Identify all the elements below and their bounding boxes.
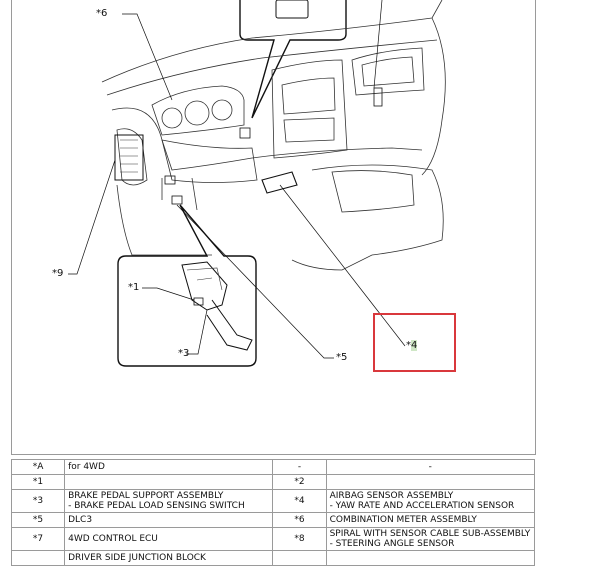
airbag-sensor xyxy=(261,171,298,194)
table-cell: *6 xyxy=(272,512,327,528)
table-row: *7 4WD CONTROL ECU *8 SPIRAL WITH SENSOR… xyxy=(10,527,536,551)
table-cell: 4WD CONTROL ECU xyxy=(64,527,274,551)
callout-5: *5 xyxy=(336,352,348,363)
table-cell xyxy=(272,550,327,566)
table-cell: *A xyxy=(10,459,66,475)
steering-column xyxy=(161,139,258,183)
table-cell-line: BRAKE PEDAL SUPPORT ASSEMBLY xyxy=(68,491,224,501)
callout-1: *1 xyxy=(128,282,140,293)
table-cell-line: - YAW RATE AND ACCELERATION SENSOR xyxy=(329,501,515,511)
table-cell xyxy=(325,474,536,490)
right-vent xyxy=(351,47,425,96)
table-cell: - xyxy=(272,459,327,475)
table-cell-line: - STEERING ANGLE SENSOR xyxy=(329,539,455,549)
center-stack xyxy=(271,59,348,159)
table-cell-line: AIRBAG SENSOR ASSEMBLY xyxy=(329,491,454,501)
table-cell: *4 xyxy=(272,489,327,513)
table-cell-line: SPIRAL WITH SENSOR CABLE SUB-ASSEMBLY xyxy=(329,529,531,539)
callout-6: *6 xyxy=(96,8,108,19)
table-cell: BRAKE PEDAL SUPPORT ASSEMBLY- BRAKE PEDA… xyxy=(64,489,274,513)
table-cell xyxy=(325,550,536,566)
table-cell: *2 xyxy=(272,474,327,490)
windshield-edge xyxy=(421,17,446,176)
table-row: *A for 4WD - - xyxy=(10,459,536,475)
table-row: DRIVER SIDE JUNCTION BLOCK xyxy=(10,550,536,566)
parts-legend-table: *A for 4WD - - *1 *2 *3 BRAKE PEDAL SUPP… xyxy=(10,459,536,566)
table-cell: *1 xyxy=(10,474,66,490)
center-panel xyxy=(283,117,335,143)
table-cell xyxy=(64,474,274,490)
table-row: *1 *2 xyxy=(10,474,536,490)
table-cell: - xyxy=(325,459,536,475)
zoom-bubble-bottom xyxy=(117,204,257,367)
combination-meter xyxy=(151,85,245,136)
dashboard-top-line xyxy=(101,0,443,83)
table-cell: *3 xyxy=(10,489,66,513)
table-row: *5 DLC3 *6 COMBINATION METER ASSEMBLY xyxy=(10,512,536,528)
table-cell-line: - BRAKE PEDAL LOAD SENSING SWITCH xyxy=(68,501,245,511)
table-cell: DRIVER SIDE JUNCTION BLOCK xyxy=(64,550,274,566)
diagram-frame: *6 *9 *1 *3 *5 *4 xyxy=(11,0,536,455)
callout-3: *3 xyxy=(178,348,190,359)
table-cell: for 4WD xyxy=(64,459,274,475)
table-cell: *8 xyxy=(272,527,327,551)
zoom-bubble-top xyxy=(239,0,347,119)
table-cell: COMBINATION METER ASSEMBLY xyxy=(325,512,536,528)
dashboard-upper-edge xyxy=(106,39,438,96)
callout-4-prefix: * xyxy=(406,340,411,351)
callout-4-number: 4 xyxy=(411,340,418,351)
dashboard-lower-edge xyxy=(111,107,423,171)
callout-9: *9 xyxy=(52,268,64,279)
table-cell: SPIRAL WITH SENSOR CABLE SUB-ASSEMBLY- S… xyxy=(325,527,536,551)
center-vent xyxy=(281,77,336,115)
brake-pedal-assembly xyxy=(181,261,228,311)
dashboard-illustration xyxy=(68,0,446,367)
table-cell xyxy=(10,550,66,566)
selection-highlight-box xyxy=(373,313,456,372)
callout-4: *4 xyxy=(406,340,418,351)
table-row: *3 BRAKE PEDAL SUPPORT ASSEMBLY- BRAKE P… xyxy=(10,489,536,513)
table-cell: AIRBAG SENSOR ASSEMBLY- YAW RATE AND ACC… xyxy=(325,489,536,513)
right-vent-inner xyxy=(361,56,415,87)
table-cell: *5 xyxy=(10,512,66,528)
table-cell: DLC3 xyxy=(64,512,274,528)
table-cell: *7 xyxy=(10,527,66,551)
zoom-bubble-inner-rect xyxy=(275,0,309,19)
junction-block xyxy=(114,134,144,181)
